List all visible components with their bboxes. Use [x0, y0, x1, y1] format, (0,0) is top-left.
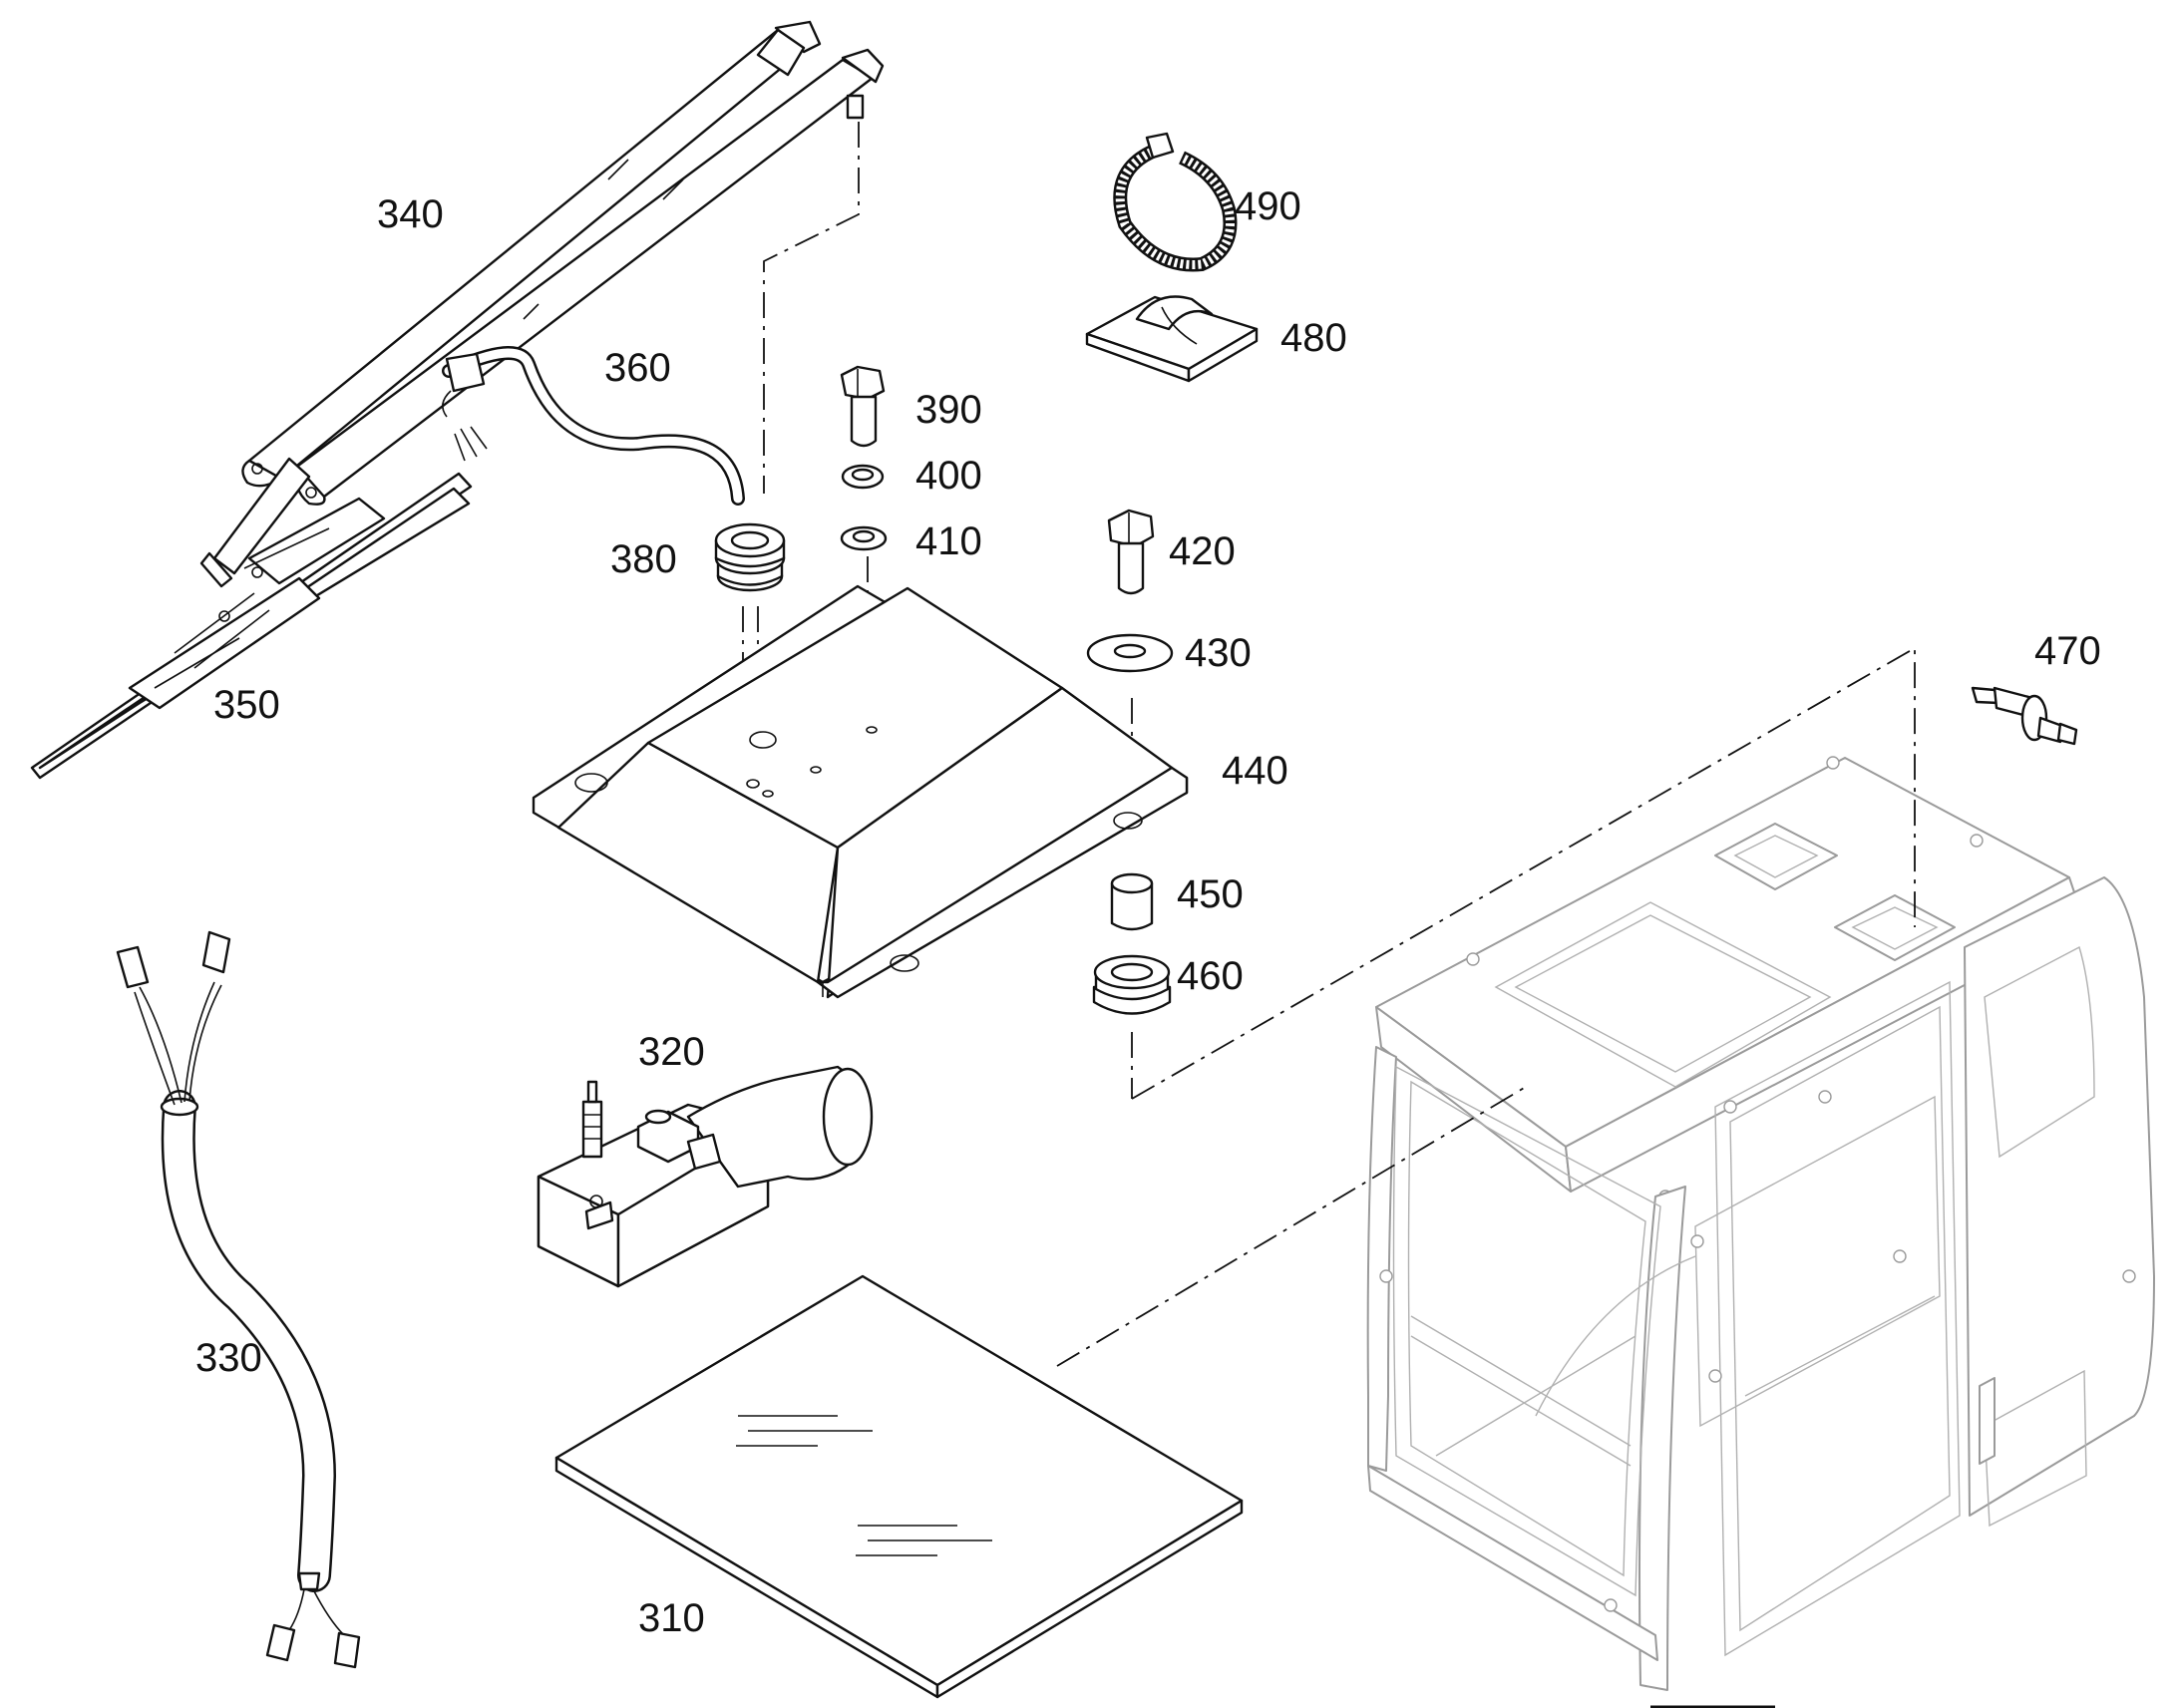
- wiper-motor-320: [537, 1065, 874, 1288]
- cable-tie-490: [1113, 132, 1238, 272]
- callout-480: 480: [1280, 316, 1347, 360]
- washer-430: [1086, 633, 1174, 673]
- callout-410: 410: [915, 519, 982, 563]
- callout-320: 320: [638, 1030, 705, 1074]
- rubber-mount-460: [1092, 954, 1172, 1015]
- callout-390: 390: [915, 388, 982, 432]
- cover-bracket-440: [532, 584, 1189, 999]
- callout-460: 460: [1177, 954, 1244, 998]
- callout-350: 350: [213, 683, 280, 727]
- callout-440: 440: [1222, 749, 1288, 793]
- callout-420: 420: [1169, 529, 1236, 573]
- callout-310: 310: [638, 1596, 705, 1640]
- callout-labels: 340 350 360 380 390 400 410 420 430 440 …: [195, 184, 2101, 1640]
- callout-340: 340: [377, 192, 444, 236]
- wiper-blade-350: [30, 472, 473, 780]
- bolt-390: [840, 365, 886, 448]
- callout-490: 490: [1235, 184, 1301, 228]
- callout-400: 400: [915, 454, 982, 498]
- cab-frame: [1366, 756, 2155, 1691]
- glass-panel-310: [554, 1274, 1244, 1699]
- wire-harness-330: [116, 930, 361, 1669]
- clip-base-480: [1085, 295, 1259, 383]
- callout-360: 360: [604, 346, 671, 390]
- callout-380: 380: [610, 537, 677, 581]
- wiper-arm-340: [199, 20, 885, 588]
- callout-450: 450: [1177, 872, 1244, 916]
- lock-washer-400: [841, 464, 885, 490]
- grommet-380: [714, 522, 786, 592]
- washer-410: [840, 525, 888, 551]
- spacer-450: [1110, 872, 1154, 931]
- callout-430: 430: [1185, 631, 1252, 675]
- washer-hose-360: [442, 346, 745, 506]
- bolt-420: [1107, 509, 1155, 595]
- callout-330: 330: [195, 1336, 262, 1380]
- callout-470: 470: [2034, 629, 2101, 673]
- nozzle-470: [1971, 686, 2078, 746]
